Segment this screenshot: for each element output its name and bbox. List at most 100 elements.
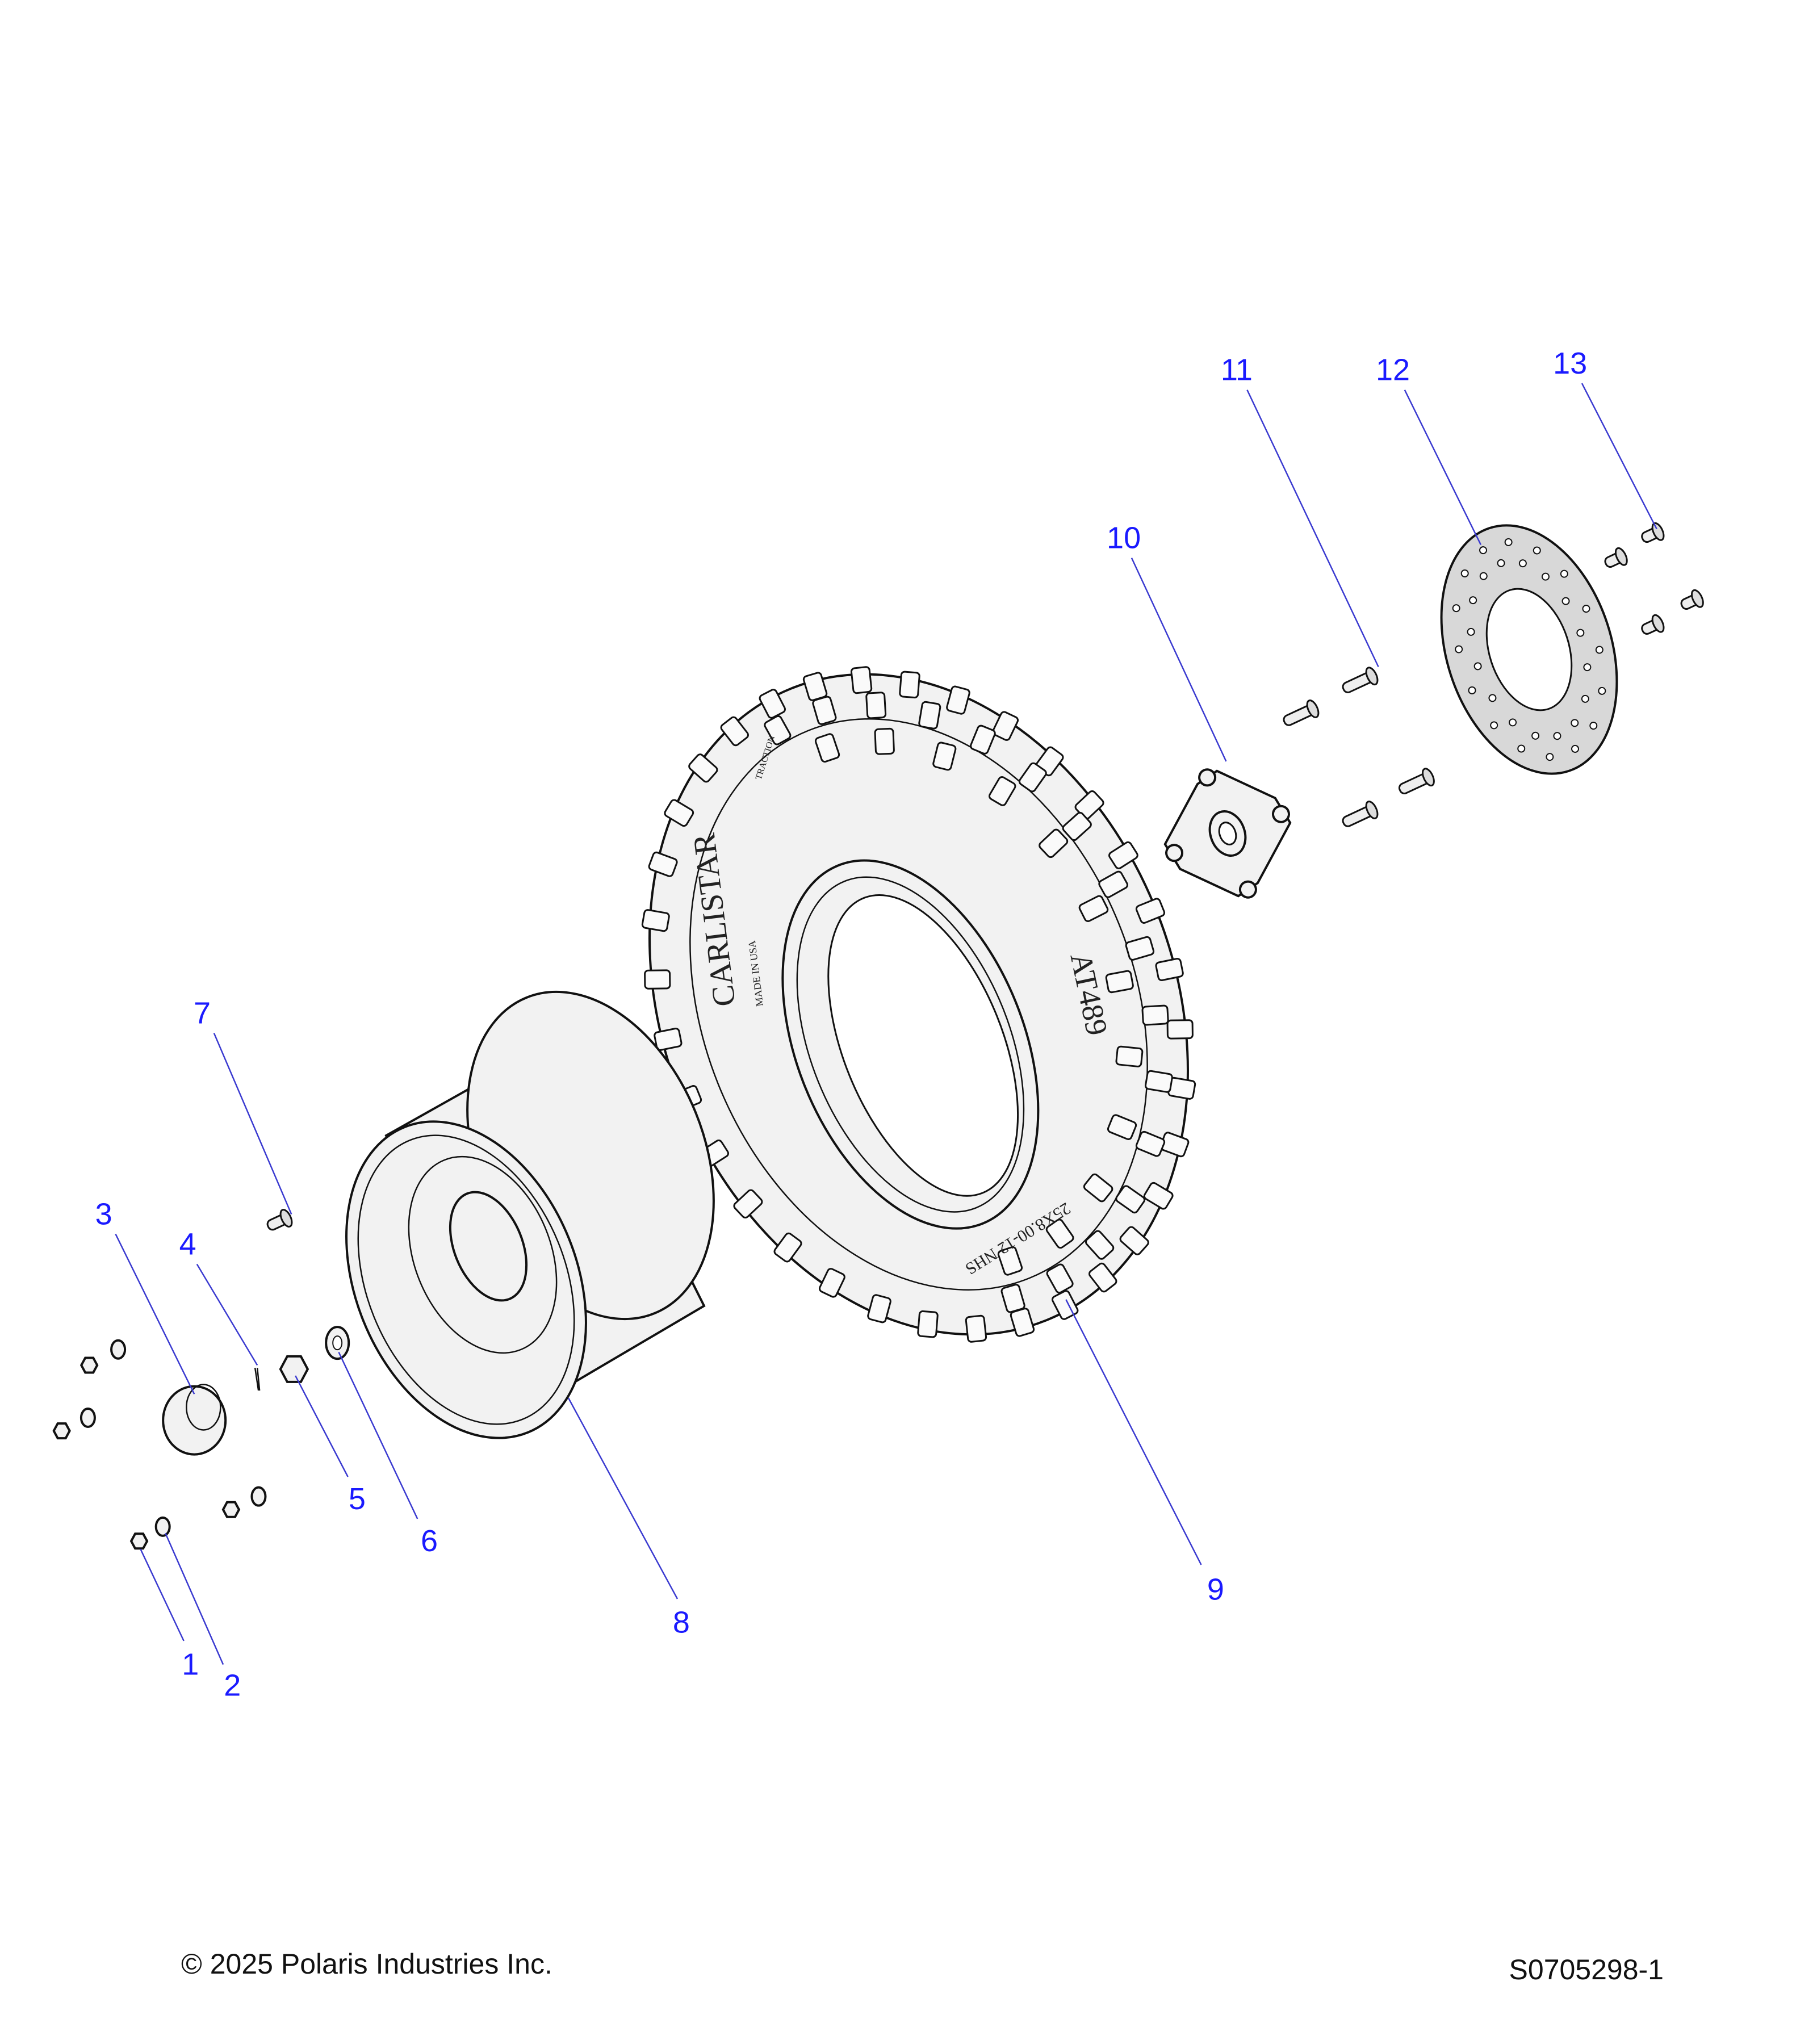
callout-label[interactable]: 10 (1107, 521, 1141, 555)
tread-lug (1062, 811, 1092, 841)
disc-hole (1561, 597, 1570, 605)
hub-cap-face (186, 1384, 221, 1431)
tread-lug (932, 742, 957, 771)
tread-lug (1135, 898, 1166, 924)
tread-lug (1000, 1284, 1025, 1313)
tread-lug (988, 776, 1016, 806)
callout-label[interactable]: 9 (1207, 1573, 1224, 1607)
lug-washer (250, 1486, 267, 1507)
tread-lug (1083, 1173, 1113, 1203)
tread-lug (997, 1246, 1023, 1276)
leader-line (1246, 389, 1379, 668)
callout-label[interactable]: 4 (179, 1227, 196, 1261)
tread-lug (899, 671, 920, 699)
tread-lug (1078, 895, 1109, 922)
tread-lug (1125, 936, 1155, 961)
tread-lug (759, 689, 786, 719)
tread-lug (688, 753, 718, 783)
tread-lug (1143, 1182, 1174, 1210)
disc-hole (1598, 686, 1606, 695)
valve-stem (266, 1209, 293, 1231)
tread-lug (1045, 1218, 1074, 1249)
callout-label[interactable]: 8 (673, 1605, 690, 1639)
callout-label[interactable]: 6 (421, 1524, 438, 1558)
document-number: S0705298-1 (1509, 1954, 1664, 1986)
hub-cap (162, 1385, 227, 1456)
tread-lug (812, 696, 837, 725)
disc-hole (1467, 627, 1475, 636)
wheel-stud (1283, 700, 1320, 726)
disc-bolt (1680, 589, 1704, 610)
tread-lug (1085, 1230, 1115, 1260)
tread-lug (1166, 1019, 1194, 1040)
disc-bolt (1641, 614, 1665, 635)
leader-line (213, 1033, 292, 1215)
callout-label[interactable]: 7 (194, 996, 211, 1031)
tread-lug (664, 799, 694, 827)
tread-lug (1018, 762, 1047, 793)
tread-lug (1155, 958, 1184, 981)
callout-label[interactable]: 11 (1221, 353, 1253, 387)
wheel-stud (1342, 667, 1379, 693)
disc-hole (1595, 646, 1604, 654)
disc-hole (1581, 694, 1589, 703)
leader-line (115, 1233, 195, 1394)
lug-nut (129, 1532, 149, 1550)
disc-hole (1518, 559, 1527, 568)
disc-hole (1504, 538, 1513, 546)
tread-lug (1135, 1130, 1166, 1157)
tread-lug (648, 851, 678, 877)
disc-hole (1473, 662, 1482, 671)
leader-line (338, 1351, 418, 1519)
tread-lug (992, 711, 1019, 741)
tread-lug (814, 733, 840, 763)
leader-line (1131, 558, 1227, 762)
tread-lug (1115, 1045, 1144, 1067)
tread-lug (867, 1294, 891, 1323)
callout-label[interactable]: 2 (224, 1668, 241, 1702)
callout-label[interactable]: 13 (1553, 346, 1587, 380)
tread-lug (1108, 841, 1138, 870)
tire-tread-lugs (641, 666, 1196, 1343)
tread-lug (1051, 1290, 1079, 1320)
callout-label[interactable]: 1 (182, 1647, 199, 1681)
disc-hole (1455, 645, 1463, 654)
tread-lug (1088, 1262, 1117, 1293)
leader-line (165, 1532, 224, 1665)
tread-lug (818, 1268, 845, 1298)
leader-line (1404, 389, 1482, 546)
brake-disc (1440, 524, 1618, 775)
callout-label[interactable]: 3 (95, 1197, 112, 1231)
tread-lug (1107, 1114, 1137, 1140)
disc-hole (1571, 744, 1579, 753)
callout-label[interactable]: 12 (1376, 353, 1410, 387)
callout-label[interactable]: 5 (349, 1482, 366, 1516)
disc-hole (1576, 629, 1585, 637)
tread-lug (1046, 1263, 1074, 1294)
disc-hole (1497, 559, 1505, 567)
tread-lug (850, 666, 873, 694)
disc-hole (1589, 722, 1598, 730)
tread-lug (970, 724, 996, 755)
tread-lug (946, 685, 970, 715)
parts-layer: CARLISTAR MADE IN USA TRACTION AT489 25X… (52, 522, 1704, 1550)
disc-hole (1460, 569, 1469, 577)
tread-lug (1039, 828, 1069, 858)
tread-lug (965, 1314, 987, 1343)
disc-hole (1469, 596, 1477, 605)
disc-hole (1541, 572, 1550, 581)
disc-hole (1468, 686, 1476, 694)
disc-hole (1546, 753, 1554, 761)
disc-bolt (1604, 547, 1628, 568)
disc-hole (1583, 663, 1592, 672)
disc-hole (1533, 546, 1541, 555)
leader-line (567, 1397, 679, 1599)
disc-hole (1517, 744, 1526, 753)
disc-hole (1490, 721, 1498, 730)
disc-hole (1509, 718, 1517, 727)
leader-line (140, 1548, 185, 1641)
tread-lug (1144, 1070, 1173, 1093)
cotter-pin (254, 1367, 261, 1391)
wheel-rim (345, 990, 715, 1439)
